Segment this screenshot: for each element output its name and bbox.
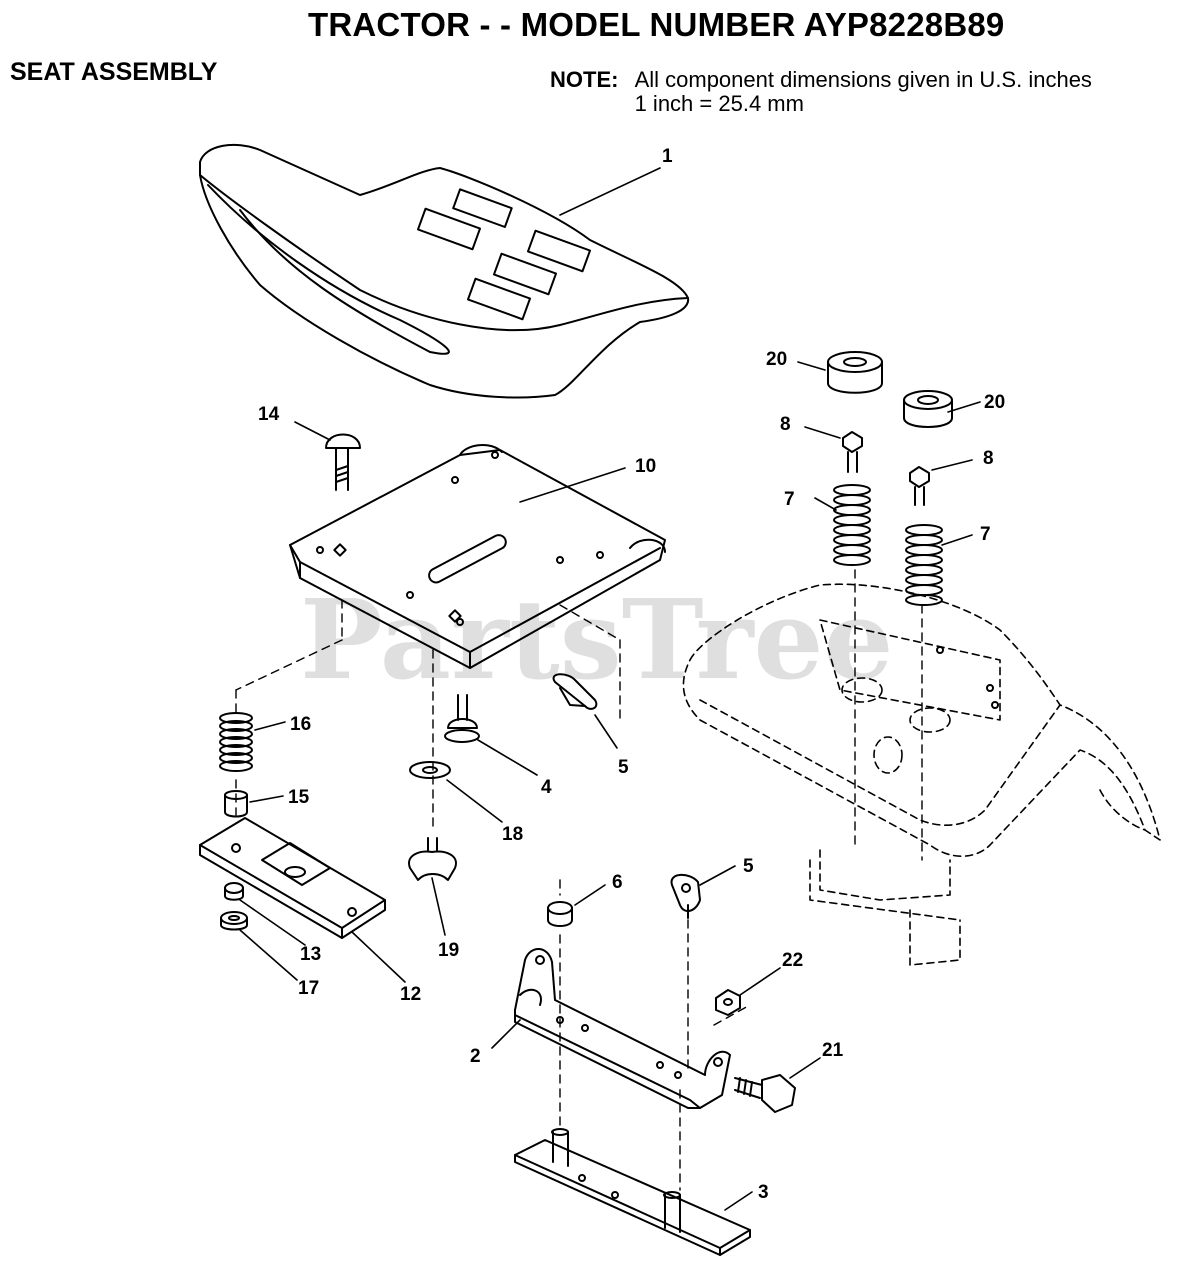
- callout-5-upper: 5: [618, 757, 629, 778]
- bushing-part: [827, 351, 883, 394]
- leader-line: [797, 361, 826, 371]
- callout-1: 1: [662, 146, 673, 167]
- leader-line: [804, 426, 841, 439]
- leader-line: [239, 899, 306, 946]
- washer-part: [409, 761, 451, 779]
- callout-10: 10: [635, 456, 656, 477]
- spring-part: [833, 484, 871, 566]
- leader-line: [559, 167, 661, 216]
- note-line-2: 1 inch = 25.4 mm: [634, 91, 804, 116]
- leader-line: [931, 459, 973, 471]
- knob-part: [408, 837, 457, 881]
- leader-line: [239, 929, 298, 981]
- leader-line: [789, 1057, 821, 1079]
- hex-bolt-part: [734, 1074, 796, 1113]
- leader-line: [574, 884, 606, 906]
- bushing-part: [903, 390, 953, 428]
- seat-bracket-part: [514, 948, 731, 1109]
- leader-line: [477, 739, 538, 776]
- callout-12: 12: [400, 984, 421, 1005]
- callout-7-left: 7: [784, 489, 795, 510]
- leader-line: [519, 467, 626, 503]
- callout-14: 14: [258, 404, 280, 425]
- leader-line: [947, 401, 981, 413]
- callout-16: 16: [290, 714, 311, 735]
- seat-part: [199, 143, 690, 399]
- shoulder-bolt-part: [444, 694, 480, 743]
- clip-part: [552, 673, 598, 710]
- leader-line: [594, 714, 618, 749]
- flange-nut-part: [220, 911, 248, 931]
- note-label: NOTE:: [550, 67, 619, 92]
- callout-7-right: 7: [980, 524, 991, 545]
- leader-line: [699, 865, 736, 886]
- spring-part: [219, 712, 253, 772]
- leader-line: [351, 931, 406, 983]
- callout-18: 18: [502, 824, 523, 845]
- callout-5-lower: 5: [743, 856, 754, 877]
- diagram-title: TRACTOR - - MODEL NUMBER AYP8228B89: [308, 6, 1005, 43]
- note-line-1: All component dimensions given in U.S. i…: [634, 67, 1092, 92]
- leader-line: [431, 877, 446, 936]
- spacer-part: [224, 790, 248, 818]
- callout-2: 2: [470, 1046, 481, 1067]
- callout-4: 4: [541, 777, 552, 798]
- section-title: SEAT ASSEMBLY: [10, 58, 218, 86]
- nut-part: [547, 901, 573, 927]
- callout-8-right: 8: [983, 448, 994, 469]
- slide-bracket-part: [199, 817, 386, 939]
- leader-line: [724, 1191, 753, 1211]
- frame-holes: [841, 677, 951, 774]
- leader-line: [446, 779, 503, 823]
- shoulder-bolt-part: [842, 431, 863, 473]
- nut-part: [224, 882, 244, 901]
- callout-22: 22: [782, 950, 803, 971]
- callout-13: 13: [300, 944, 321, 965]
- leader-line: [739, 967, 781, 996]
- spring-part: [905, 524, 943, 606]
- carriage-bolt-part: [325, 433, 361, 491]
- callout-20-left: 20: [766, 349, 787, 370]
- callout-17: 17: [298, 978, 319, 999]
- alignment-lines: [235, 569, 923, 1191]
- callout-19: 19: [438, 940, 459, 961]
- callout-8-left: 8: [780, 414, 791, 435]
- leader-line: [941, 534, 973, 546]
- note-text: All component dimensions given in U.S. i…: [635, 68, 1092, 116]
- stud-plate-part: [514, 1128, 751, 1256]
- callout-15: 15: [288, 787, 310, 808]
- seat-pan-part: [289, 444, 666, 669]
- callout-6: 6: [612, 872, 623, 893]
- hex-nut-part: [715, 989, 741, 1016]
- callout-20-right: 20: [984, 392, 1005, 413]
- leader-line: [249, 795, 284, 803]
- leader-line: [814, 497, 837, 511]
- callout-3: 3: [758, 1182, 769, 1203]
- leader-line: [294, 421, 331, 441]
- note: NOTE: All component dimensions given in …: [550, 68, 1092, 116]
- shoulder-bolt-part: [909, 466, 930, 506]
- leader-line: [491, 1019, 521, 1049]
- leader-line: [254, 721, 286, 731]
- clip-part: [670, 873, 701, 919]
- callout-21: 21: [822, 1040, 844, 1061]
